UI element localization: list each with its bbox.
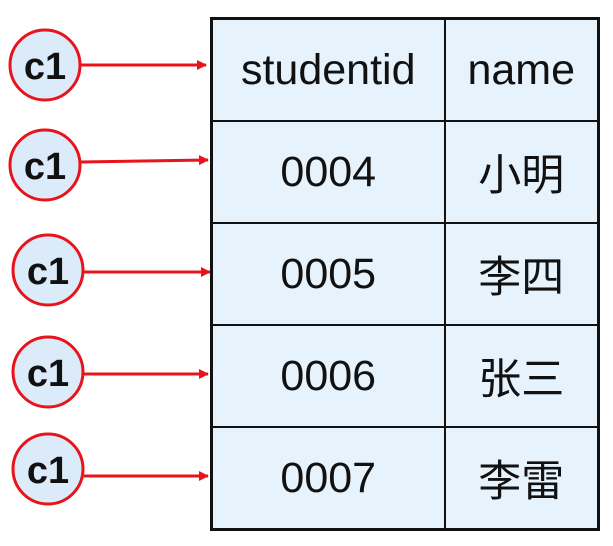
cursor-pointer-5: c1 [11, 432, 209, 506]
column-header-studentid: studentid [210, 17, 446, 122]
cursor-circle [11, 233, 85, 307]
table-row: 0007 李雷 [210, 426, 600, 531]
cell-studentid: 0007 [210, 426, 446, 531]
cursor-label: c1 [27, 450, 69, 492]
cursor-label: c1 [24, 146, 66, 188]
cell-studentid: 0006 [210, 324, 446, 428]
cursor-label: c1 [27, 251, 69, 293]
table-row: 0004 小明 [210, 120, 600, 224]
cursor-pointer-2: c1 [8, 128, 209, 202]
cell-name: 张三 [443, 324, 600, 428]
cursor-pointer-3: c1 [11, 233, 211, 307]
result-table: studentid name 0004 小明 0005 李四 0006 张三 0… [210, 17, 600, 531]
table-row: 0006 张三 [210, 324, 600, 428]
cell-name: 李雷 [443, 426, 600, 531]
cursor-label: c1 [24, 46, 66, 88]
cell-name: 李四 [443, 222, 600, 326]
cursor-circle [8, 128, 82, 202]
cursor-label: c1 [27, 353, 69, 395]
cursor-circle [11, 335, 85, 409]
cursor-pointer-1: c1 [8, 28, 207, 102]
cursor-circle [8, 28, 82, 102]
table-header-row: studentid name [210, 17, 600, 122]
cell-name: 小明 [443, 120, 600, 224]
column-header-name: name [443, 17, 600, 122]
cursor-pointer-4: c1 [11, 335, 209, 409]
cell-studentid: 0004 [210, 120, 446, 224]
cursor-circle [11, 432, 85, 506]
pointer-arrow [80, 155, 209, 166]
table-row: 0005 李四 [210, 222, 600, 326]
cell-studentid: 0005 [210, 222, 446, 326]
